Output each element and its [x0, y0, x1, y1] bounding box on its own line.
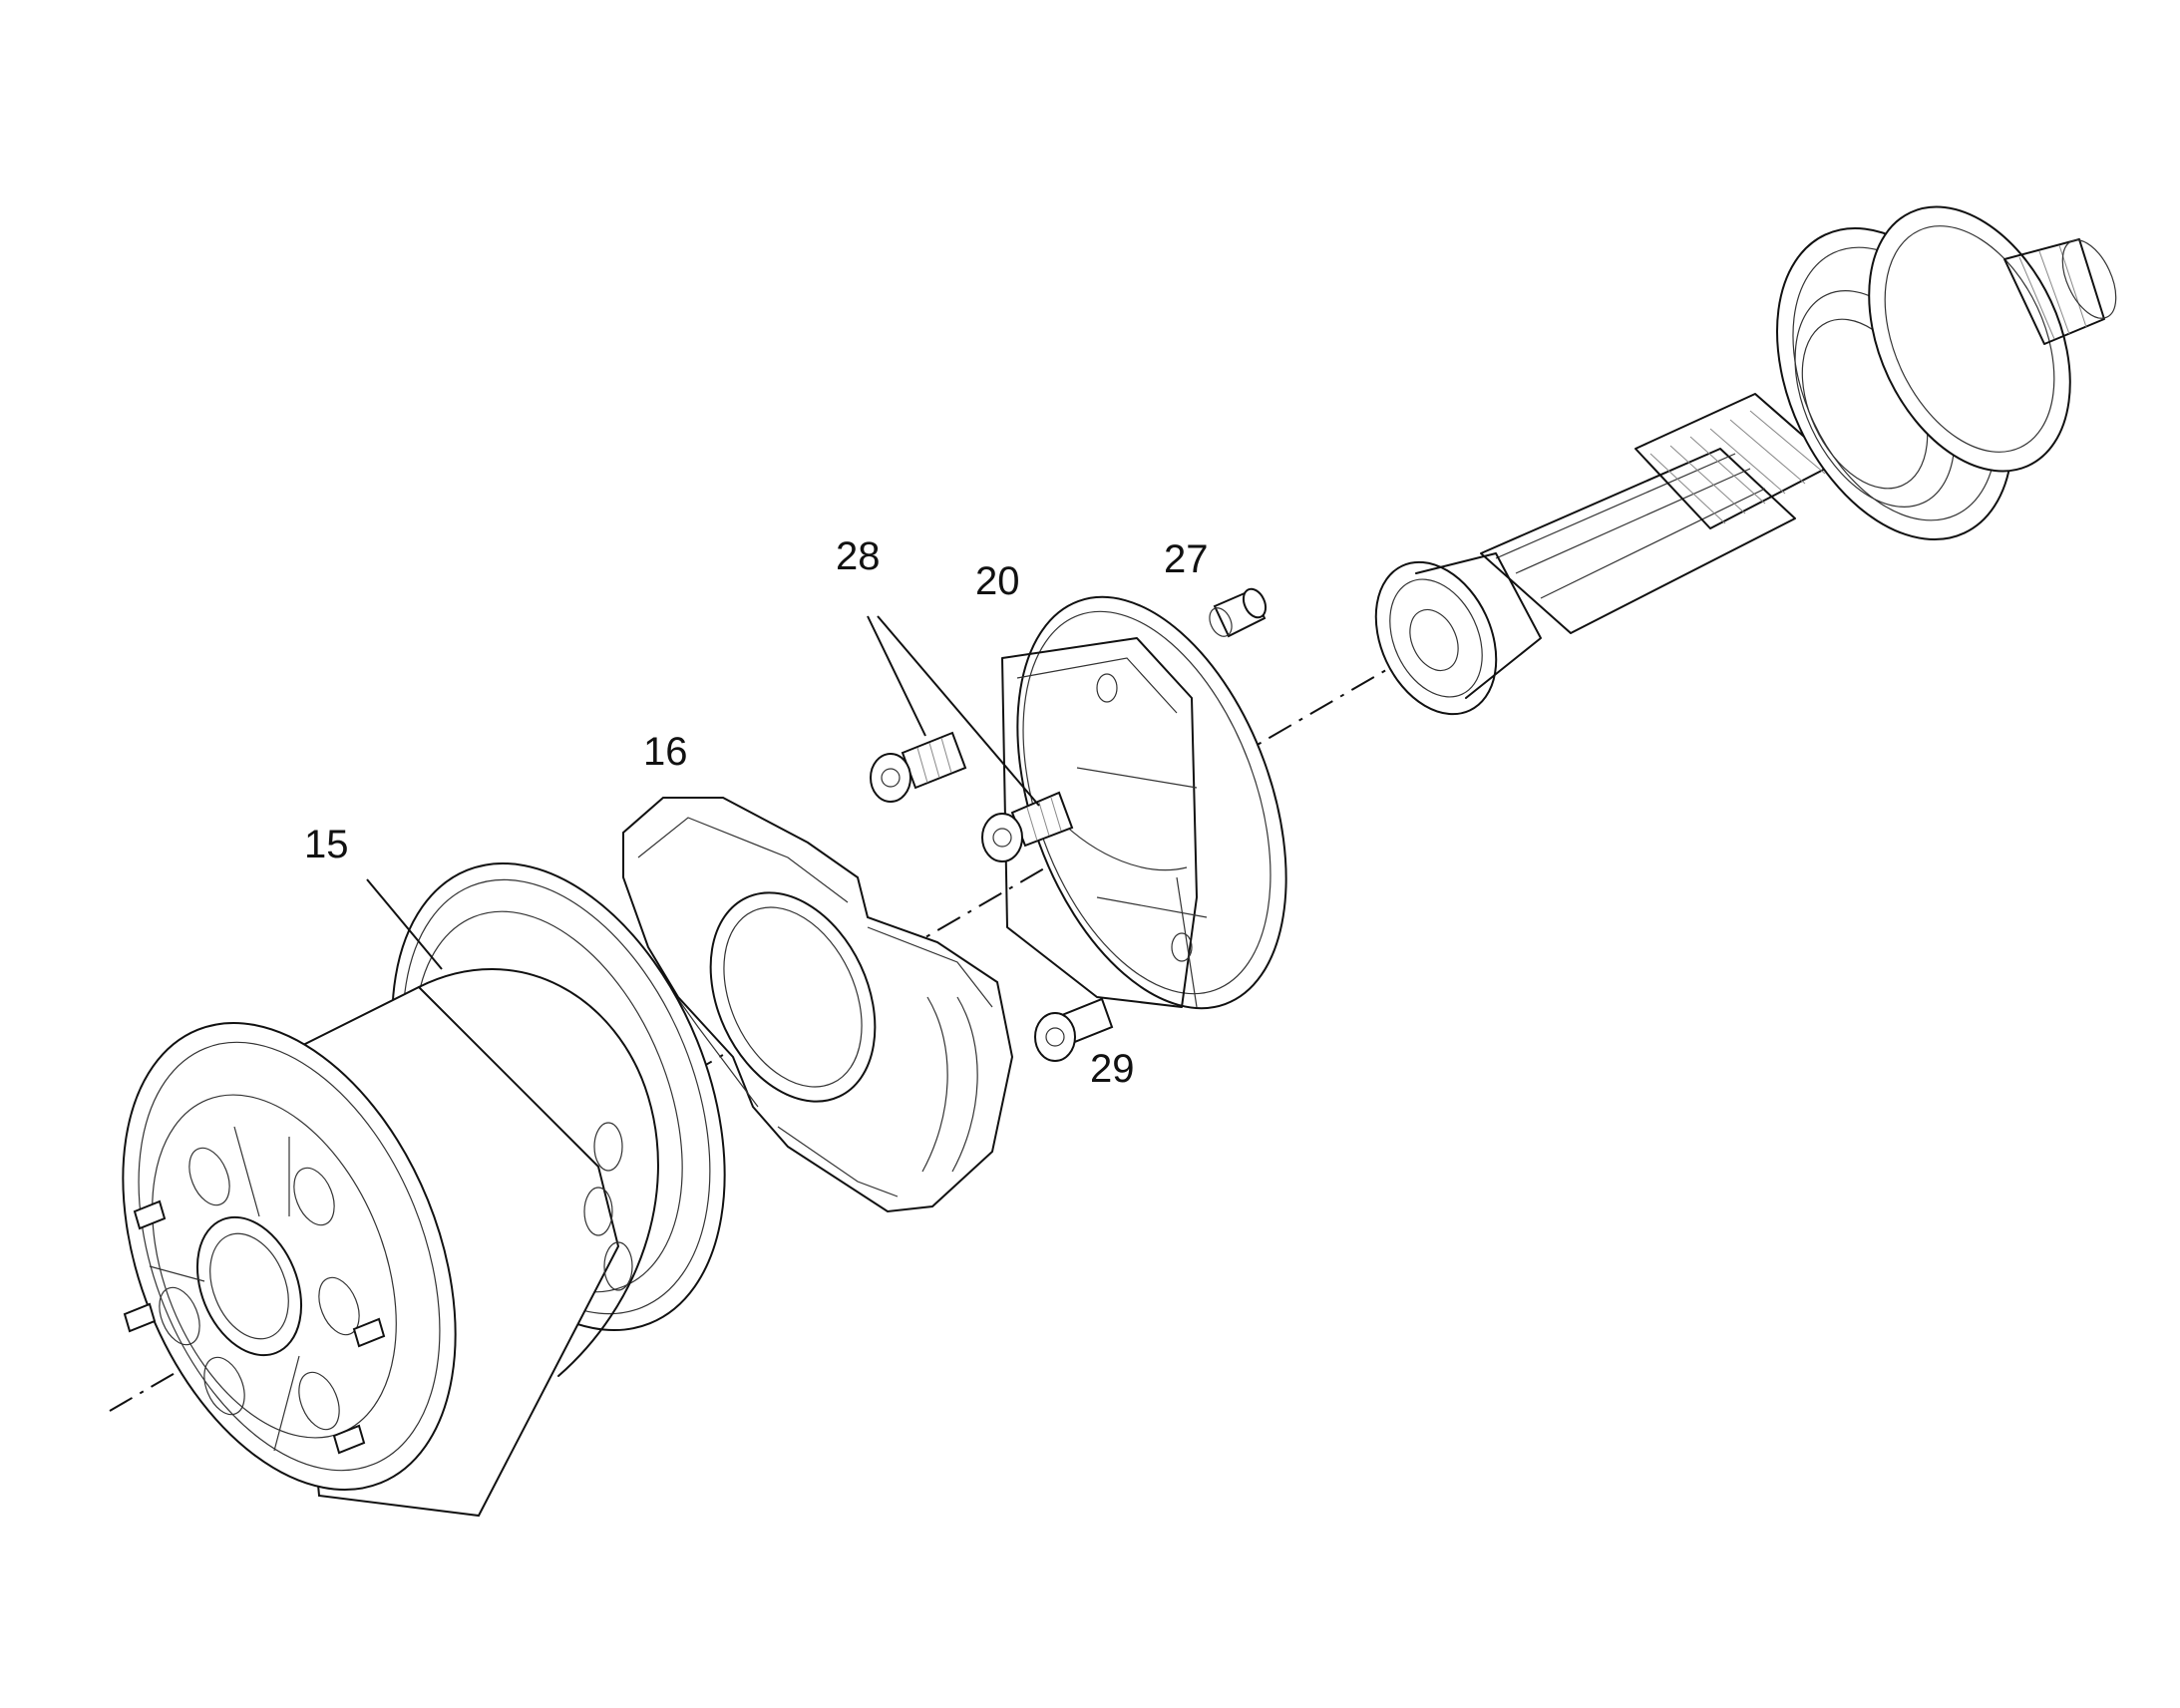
callout-15: 15	[304, 823, 349, 866]
callout-29: 29	[1090, 1047, 1135, 1091]
leader-15	[366, 878, 443, 970]
retainer-plate-16	[622, 797, 1014, 1213]
callout-20: 20	[975, 559, 1020, 603]
leader-28-a	[867, 615, 926, 737]
callout-16: 16	[643, 730, 688, 774]
callout-27: 27	[1164, 537, 1209, 581]
cylinder-block-15	[122, 861, 726, 1518]
screw-29	[1034, 997, 1114, 1062]
leader-28-b	[877, 615, 1040, 807]
screw-28-lower	[981, 791, 1074, 862]
screw-28-upper	[870, 731, 967, 803]
drive-shaft-assembly	[1374, 205, 2117, 716]
pin-27	[1209, 587, 1268, 638]
swash-plate-20	[1001, 595, 1287, 1010]
callout-28: 28	[836, 534, 881, 578]
